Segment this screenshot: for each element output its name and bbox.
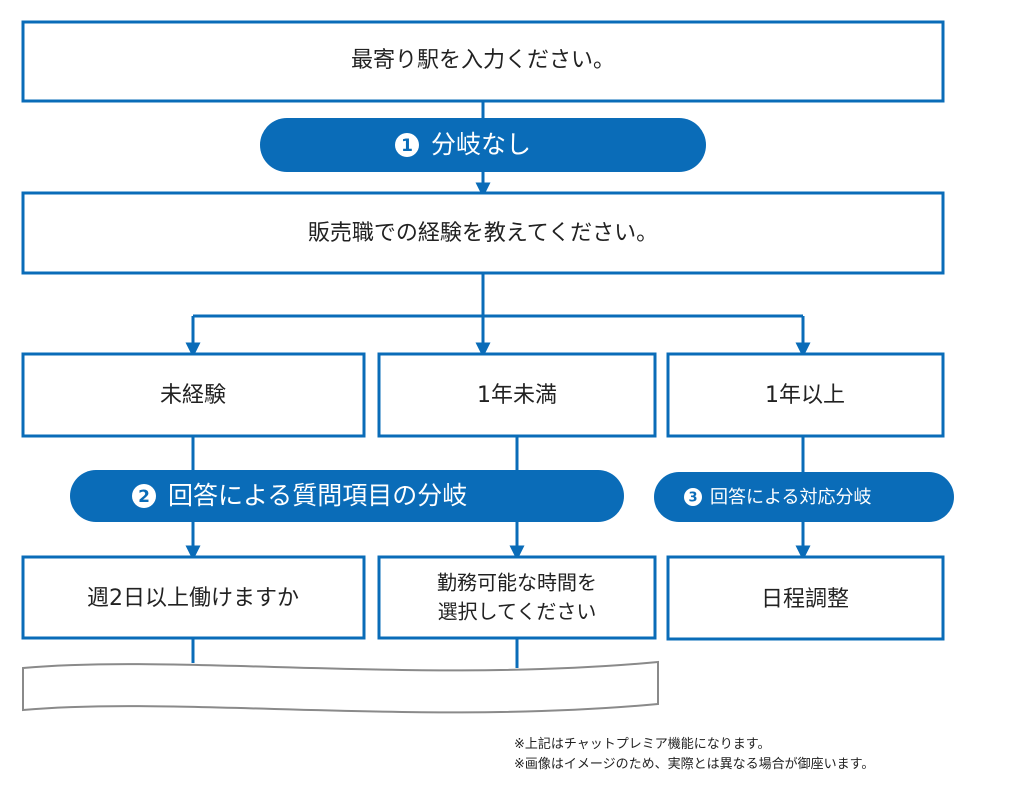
followup-select-time: 勤務可能な時間を 選択してください [377, 555, 657, 640]
step-nearest-station: 最寄り駅を入力ください。 [21, 20, 945, 103]
connectors [185, 101, 811, 668]
branch-number: 2 [138, 487, 150, 507]
branch-pill-response-by-answer: 3 回答による対応分岐 [654, 472, 954, 522]
answer-under-one-year: 1年未満 [377, 352, 657, 438]
branch-number: 3 [688, 491, 697, 506]
branch-number-badge [684, 488, 702, 506]
followup-two-days: 週2日以上働けますか [21, 555, 366, 640]
footnote-2: ※画像はイメージのため、実際とは異なる場合が御座います。 [514, 757, 875, 772]
followup-select-time-line2: 選択してください [438, 600, 597, 624]
answer-over-one-year: 1年以上 [666, 352, 945, 438]
continuation-ribbon [22, 660, 659, 714]
answer-inexperienced: 未経験 [21, 352, 366, 438]
step-sales-experience: 販売職での経験を教えてください。 [21, 191, 945, 275]
branch-number-badge [395, 133, 419, 157]
branch-label: 分岐なし [431, 130, 531, 159]
answer-under-one-year-label: 1年未満 [477, 383, 557, 408]
branch-pill-none: 1 分岐なし [260, 118, 706, 172]
followup-two-days-label: 週2日以上働けますか [87, 586, 299, 611]
followup-schedule: 日程調整 [666, 555, 945, 641]
followup-select-time-line1: 勤務可能な時間を [437, 571, 597, 595]
footnote-1: ※上記はチャットプレミア機能になります。 [514, 737, 771, 752]
answer-over-one-year-label: 1年以上 [765, 383, 845, 408]
answer-inexperienced-label: 未経験 [160, 383, 226, 408]
step-nearest-station-label: 最寄り駅を入力ください。 [351, 48, 615, 73]
branch-number: 1 [401, 136, 413, 156]
branch-label: 回答による質問項目の分岐 [168, 481, 467, 510]
branch-number-badge [132, 484, 156, 508]
branch-pill-question-by-answer: 2 回答による質問項目の分岐 [70, 470, 624, 522]
branch-label: 回答による対応分岐 [710, 487, 871, 508]
followup-schedule-label: 日程調整 [761, 587, 849, 612]
step-sales-experience-label: 販売職での経験を教えてください。 [308, 221, 658, 246]
